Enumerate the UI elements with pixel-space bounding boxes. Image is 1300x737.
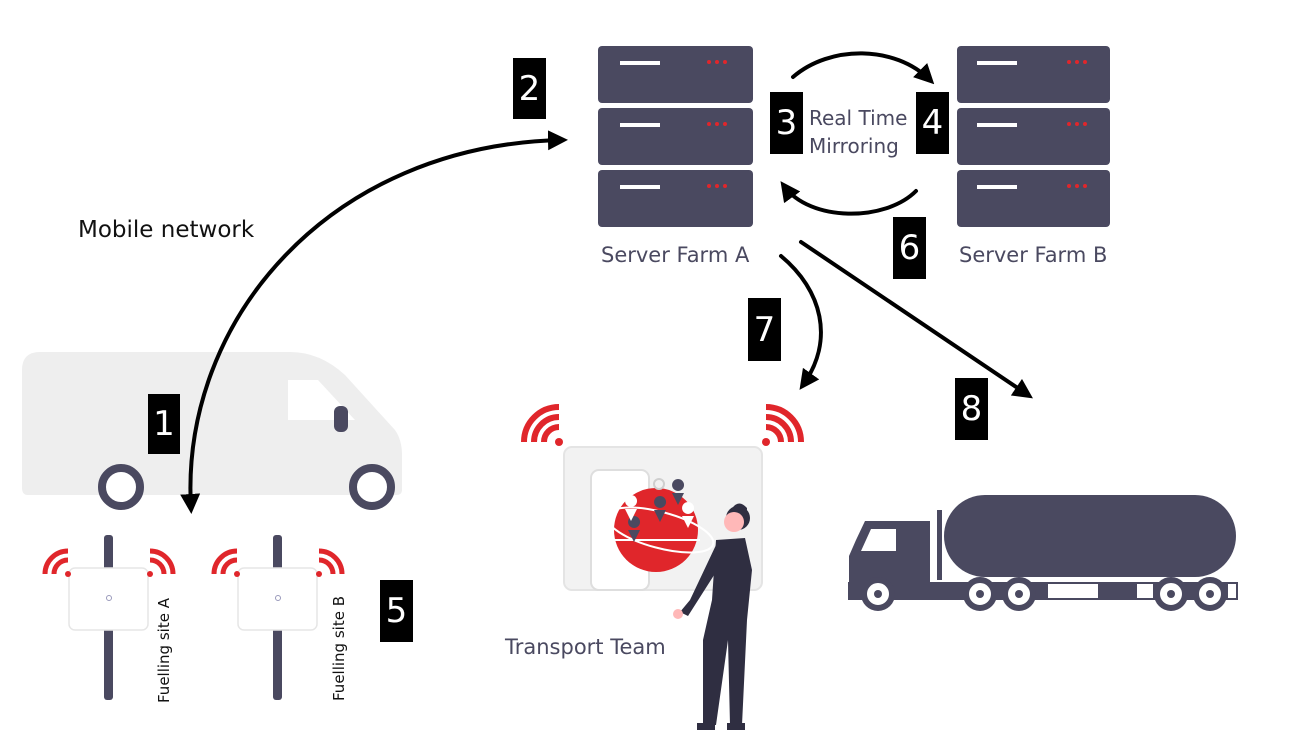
fuel-tanker-truck-icon: [848, 495, 1238, 611]
person-icon: [673, 503, 752, 730]
mobile-network-arrow: [180, 130, 568, 514]
step-badge-2: 2: [513, 58, 546, 119]
wireless-signal-icon: [42, 548, 176, 577]
server-farm-b-icon: [957, 46, 1110, 227]
fuel-sensor-a-icon: [68, 535, 149, 700]
step-badge-8: 8: [955, 378, 988, 440]
step-badge-5: 5: [380, 580, 413, 642]
wireless-signal-icon: [211, 548, 345, 577]
arrow-to-tanker: [799, 240, 1033, 399]
mobile-network-label: Mobile network: [78, 217, 255, 243]
step-badge-4: 4: [916, 92, 949, 154]
fuel-sensor-b-icon: [237, 535, 318, 700]
step-badge-7: 7: [748, 298, 781, 361]
mirroring-arrow-a-to-b: [791, 51, 935, 85]
fuelling-site-a-label: Fuelling site A: [155, 598, 173, 703]
mirroring-label-line2: Mirroring: [809, 134, 899, 158]
server-farm-a-label: Server Farm A: [601, 243, 750, 267]
transport-team-label: Transport Team: [505, 635, 666, 659]
mirroring-label-line1: Real Time: [809, 106, 908, 130]
arrow-to-transport-team: [779, 254, 823, 390]
wireless-signal-icon: [521, 404, 804, 446]
mirroring-arrow-b-to-a: [780, 181, 918, 216]
step-badge-3: 3: [770, 92, 803, 154]
step-badge-1: 1: [148, 394, 180, 454]
step-badge-6: 6: [893, 217, 926, 279]
fuelling-site-b-label: Fuelling site B: [330, 596, 348, 701]
server-farm-a-icon: [598, 46, 753, 227]
server-farm-b-label: Server Farm B: [959, 243, 1108, 267]
